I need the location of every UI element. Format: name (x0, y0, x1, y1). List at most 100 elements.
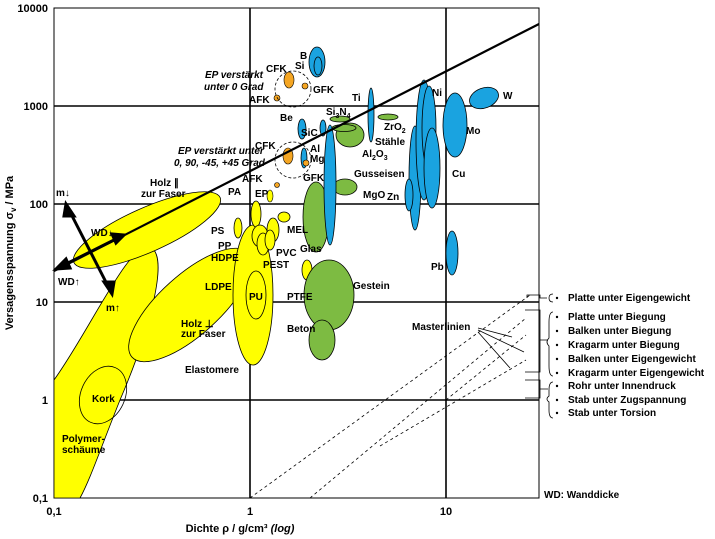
label-ni: Ni (432, 88, 442, 99)
region-mo (442, 92, 468, 158)
label-gfk-quasi: GFK (303, 173, 325, 184)
label-mgo: MgO (363, 190, 385, 201)
y-axis-title-unit: / MPa (4, 175, 16, 205)
legend-item-4: Kragarm unter Biegung (568, 340, 680, 351)
label-si: Si (295, 61, 305, 72)
label-holz-par-1: Holz ∥ (150, 178, 179, 189)
label-holz-par-2: zur Faser (141, 189, 186, 200)
label-glas: Glas (300, 244, 322, 255)
label-ep-quasi-line2: 0, 90, -45, +45 Grad (174, 158, 266, 169)
label-pest: PEST (263, 260, 289, 271)
label-al: Al (310, 144, 320, 155)
label-w: W (503, 91, 513, 102)
bracket-2 (525, 309, 548, 373)
arrow-m-head-top (62, 200, 77, 218)
region-sic (319, 119, 327, 137)
region-ep (266, 189, 274, 203)
legend-dot-6 (555, 371, 559, 375)
label-al2o3: Al2O3 (362, 149, 388, 162)
label-masterlinien: Masterlinien (412, 322, 470, 333)
x-axis-title: Dichte ρ / g/cm³ (log) (186, 523, 295, 535)
dashed-masterlines (249, 294, 531, 499)
legend-brace-3 (546, 381, 554, 419)
label-zro2: ZrO2 (384, 122, 406, 135)
x-tick-labels: 0,1 1 10 (46, 506, 452, 518)
y-tick-1: 1 (42, 395, 48, 407)
label-m-down: m↓ (56, 188, 70, 199)
label-cfk-0: CFK (266, 64, 287, 75)
label-si3n4-n: N (339, 107, 346, 118)
label-ep-0-line1: EP verstärkt (205, 70, 264, 81)
material-labels: B Si CFK GFK AFK EP verstärkt unter 0 Gr… (62, 51, 513, 456)
label-beton: Beton (287, 324, 315, 335)
legend-item-8: Stab unter Zugspannung (568, 395, 686, 406)
label-al2o3-o: O (376, 149, 384, 160)
label-cu: Cu (452, 169, 465, 180)
x-tick-0-1: 0,1 (46, 506, 61, 518)
masterline-dashed-3 (379, 359, 527, 447)
label-ep-0-line2: unter 0 Grad (204, 82, 264, 93)
main-masterline (53, 23, 540, 272)
bracket-1 (526, 294, 547, 299)
ep-0-dashed-ring (274, 70, 312, 108)
region-be (297, 118, 307, 140)
label-gusseisen: Gusseisen (354, 169, 405, 180)
label-pp: PP (218, 241, 232, 252)
label-mo: Mo (466, 126, 480, 137)
region-b (308, 46, 326, 78)
y-tick-1000: 1000 (24, 101, 48, 113)
label-ps: PS (211, 226, 225, 237)
legend-item-1: Platte unter Eigengewicht (568, 293, 691, 304)
region-al (323, 124, 337, 246)
legend-dot-9 (555, 411, 559, 415)
legend-item-7: Rohr unter Innendruck (568, 381, 676, 392)
region-si (313, 56, 323, 76)
region-pu (245, 270, 267, 320)
label-elastomere: Elastomere (185, 365, 239, 376)
label-be: Be (280, 113, 293, 124)
label-zro2-main: ZrO (384, 122, 402, 133)
label-wd-up: WD↑ (58, 277, 80, 288)
region-mgo (332, 178, 358, 196)
label-mg: Mg (310, 154, 324, 165)
label-ptfe: PTFE (287, 292, 313, 303)
y-axis-title: Versagensspannung σv / MPa (4, 175, 18, 330)
polymer-regions (53, 191, 313, 499)
y-axis-title-sub: v (9, 207, 18, 212)
label-sic: SiC (301, 128, 318, 139)
arrow-labels: m↓ WD↓ WD↑ m↑ (56, 188, 120, 314)
y-tick-100: 100 (30, 199, 48, 211)
masterlinien-ptr-3 (477, 327, 513, 338)
y-tick-0-1: 0,1 (33, 493, 48, 505)
legend-dot-1 (555, 296, 559, 300)
label-m-up: m↑ (106, 303, 120, 314)
masterline-dashed-1 (249, 294, 531, 499)
label-al2o3-al: Al (362, 149, 372, 160)
legend-dot-3 (555, 329, 559, 333)
region-pa (250, 200, 262, 228)
masterlinien-ptr-1 (477, 329, 525, 353)
arrow-m-diag (66, 207, 112, 291)
y-axis-title-main: Versagensspannung σ (4, 212, 16, 331)
label-gfk-0: GFK (313, 85, 335, 96)
label-wanddicke: WD: Wanddicke (544, 490, 620, 501)
region-beton (308, 319, 336, 361)
y-tick-10000: 10000 (17, 3, 48, 15)
region-mel (277, 211, 291, 223)
label-si3n4-sub3: 3 (335, 113, 339, 120)
ceramic-regions (302, 113, 399, 361)
bracket-3 (525, 379, 548, 399)
label-pb: Pb (431, 262, 444, 273)
ep-quasi-dashed-ring (274, 141, 312, 179)
region-zro2 (377, 113, 399, 121)
label-hdpe: HDPE (211, 253, 239, 264)
masterlinien-ptr-2 (477, 331, 511, 369)
region-gfk-0 (301, 82, 309, 90)
arrows-left (52, 200, 128, 298)
label-afk-quasi: AFK (242, 174, 263, 185)
label-staehle: Stähle (375, 137, 405, 148)
label-zro2-sub: 2 (402, 128, 406, 135)
legend-item-3: Balken unter Biegung (568, 326, 671, 337)
